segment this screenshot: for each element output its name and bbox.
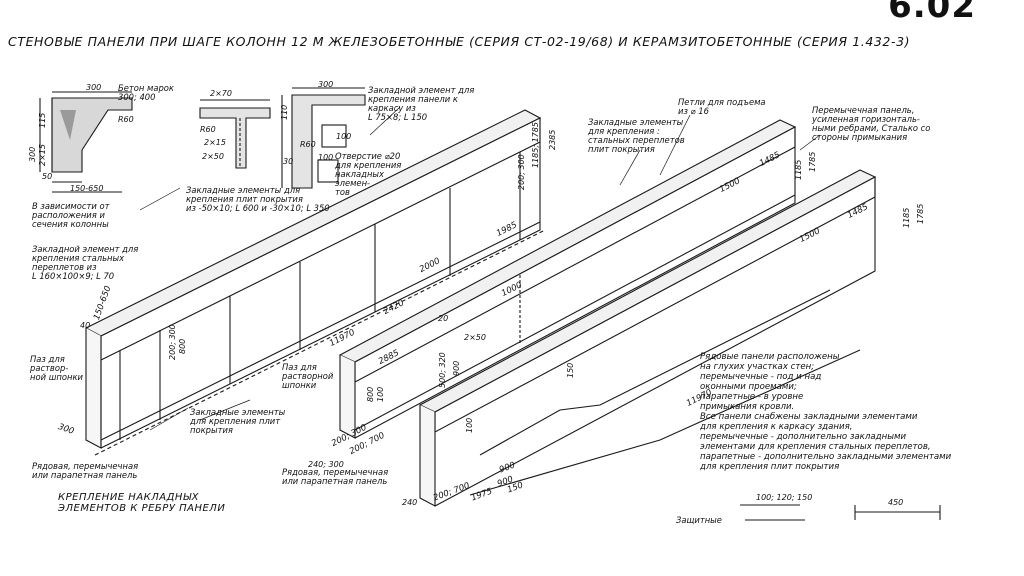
dim: 450 (888, 498, 904, 507)
dim: 300 (86, 83, 102, 92)
label-groove-1: Паз для раствор- ной шпонки (30, 354, 83, 382)
dim: R60 (300, 140, 316, 149)
dim: 100; 120; 150 (756, 493, 813, 502)
dim: R60 (200, 125, 216, 134)
dim: 200; 300 (517, 154, 526, 190)
label-embed-windows: Закладной элемент для крепления стальных… (32, 244, 139, 281)
dim: 1185 (794, 159, 803, 180)
dim: 2×70 (210, 89, 232, 98)
label-fastening: КРЕПЛЕНИЕ НАКЛАДНЫХ ЭЛЕМЕНТОВ К РЕБРУ ПА… (58, 492, 226, 514)
label-hole: Отверстие ⌀20 для крепления накладных эл… (335, 151, 402, 197)
dim: 110 (280, 104, 289, 120)
panel-3 (418, 169, 877, 507)
bottom-right-detail (740, 504, 941, 521)
section-detail-1 (39, 91, 133, 193)
dim: 2×50 (202, 152, 224, 161)
dim: 100 (336, 132, 352, 141)
dim: 20 (438, 314, 449, 323)
dim: 100 (318, 153, 334, 162)
dim: 800 (178, 338, 187, 354)
label-embed-frame: Закладной элемент для крепления панели к… (368, 85, 475, 122)
dim: 2×15 (38, 144, 47, 166)
dim: 30 (283, 157, 294, 166)
dim: 300 (318, 80, 334, 89)
label-row-lintel-1: Рядовая, перемычечная или парапетная пан… (32, 461, 139, 480)
dim: 1185 (902, 207, 911, 228)
sheet-code: 6.02 (888, 0, 976, 26)
label-embed-roof: Закладные элементы для крепления плит по… (186, 185, 330, 213)
dim: 100 (376, 386, 385, 402)
dim: 900 (452, 360, 461, 376)
dim: 2×50 (464, 333, 486, 342)
label-embed-steel: Закладные элементы для крепления : сталь… (588, 117, 685, 154)
label-concrete: Бетон марок 300; 400 (118, 83, 174, 102)
dim: 300 (28, 146, 37, 162)
dim: 800 (366, 386, 375, 402)
dim: 240; 300 (308, 460, 344, 469)
label-lifting-loops: Петли для подъема из ⌀ 16 (678, 97, 766, 116)
dim: 1185; 1785 (531, 122, 540, 168)
dim: 50 (42, 172, 53, 181)
dim: 150 (566, 362, 575, 378)
dim: 115 (38, 112, 47, 128)
dim: 2385 (548, 129, 557, 150)
dim: 2×15 (204, 138, 226, 147)
dim: 40 (80, 321, 91, 330)
dim: 500; 320 (438, 352, 447, 388)
dim: 1785 (916, 203, 925, 224)
dim: 240 (402, 498, 418, 507)
dim: R60 (118, 115, 134, 124)
label-protective: Защитные (676, 515, 722, 525)
label-depends: В зависимости от расположения и сечения … (32, 201, 110, 229)
section-detail-3 (281, 87, 366, 189)
notes-block: Рядовые панели расположены на глухих уча… (700, 352, 952, 472)
label-lintel-panel: Перемычечная панель, усиленная горизонта… (812, 105, 931, 142)
label-groove-2: Паз для растворной шпонки (282, 362, 334, 390)
dim: 200; 300 (168, 324, 177, 360)
label-embed-bottom: Закладные элементы для крепления плит по… (190, 407, 286, 435)
panel-2 (338, 119, 797, 439)
dim: 100 (465, 417, 474, 433)
label-row-lintel-2: Рядовая, перемычечная или парапетная пан… (282, 467, 389, 486)
section-detail-2 (199, 99, 271, 169)
panel-1 (84, 109, 546, 456)
dim: 150-650 (70, 184, 104, 193)
dim: 1785 (808, 151, 817, 172)
sheet-title: СТЕНОВЫЕ ПАНЕЛИ ПРИ ШАГЕ КОЛОНН 12 М ЖЕЛ… (8, 34, 911, 49)
